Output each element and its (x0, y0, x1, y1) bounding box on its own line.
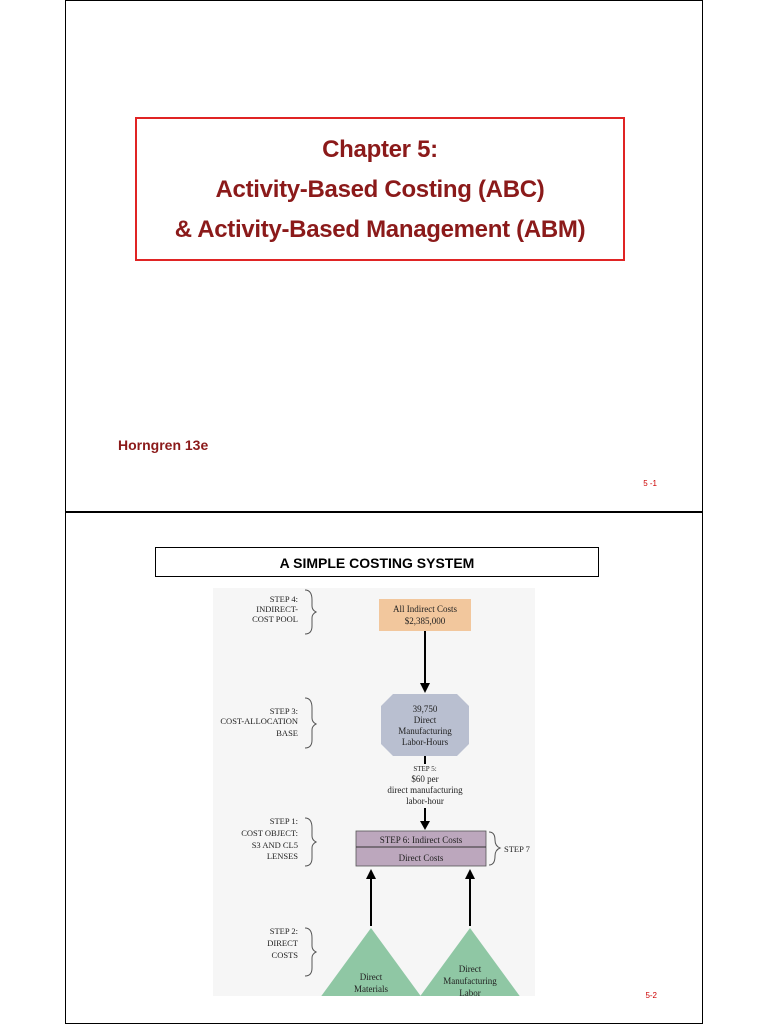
step1-label: STEP 1: COST OBJECT: S3 AND CL5 LENSES (241, 816, 298, 861)
page-number: 5 -1 (643, 479, 657, 488)
octagon-line-2: Direct (414, 715, 437, 725)
labor-line-1: Direct (459, 964, 482, 974)
abc-title: Activity-Based Costing (ABC) (215, 176, 545, 203)
pool-line-1: All Indirect Costs (393, 604, 457, 614)
step4-line-1: STEP 4: (270, 594, 298, 604)
step2-line-1: STEP 2: (270, 926, 298, 936)
step5-line-4: labor-hour (406, 796, 444, 806)
direct-labor-triangle (420, 928, 520, 996)
step3-label: STEP 3: COST-ALLOCATION BASE (220, 706, 298, 738)
materials-line-1: Direct (360, 972, 383, 982)
step1-line-3: S3 AND CL5 (252, 840, 298, 850)
title-box: Chapter 5: Activity-Based Costing (ABC) … (135, 117, 625, 261)
step7-label: STEP 7 (504, 844, 530, 854)
step3-brace (304, 697, 318, 749)
step4-label: STEP 4: INDIRECT- COST POOL (252, 594, 298, 624)
step1-line-2: COST OBJECT: (241, 828, 298, 838)
octagon-line-3: Manufacturing (398, 726, 452, 736)
abm-title: & Activity-Based Management (ABM) (174, 216, 586, 243)
arrow-pool-to-base-head (420, 683, 430, 693)
direct-costs-label: Direct Costs (399, 853, 444, 863)
slide-heading: A SIMPLE COSTING SYSTEM (155, 547, 599, 577)
slide-1: Chapter 5: Activity-Based Costing (ABC) … (65, 0, 703, 512)
direct-materials-triangle (321, 928, 421, 996)
step3-line-1: STEP 3: (270, 706, 298, 716)
step5-line-3: direct manufacturing (387, 785, 463, 795)
chapter-title: Chapter 5: (322, 136, 438, 163)
step5-line-2: $60 per (411, 774, 438, 784)
step2-line-2: DIRECT (267, 938, 299, 948)
step2-line-3: COSTS (272, 950, 299, 960)
octagon-line-1: 39,750 (413, 704, 438, 714)
arrow-rate-to-object-head (420, 821, 430, 830)
indirect-costs-label: STEP 6: Indirect Costs (380, 835, 463, 845)
step1-line-1: STEP 1: (270, 816, 298, 826)
author-label: Horngren 13e (118, 437, 209, 453)
step3-line-3: BASE (276, 728, 298, 738)
step4-brace (304, 589, 318, 635)
arrow-labor-up-head (465, 869, 475, 879)
slide-2: A SIMPLE COSTING SYSTEM STEP 4: INDIRECT… (65, 512, 703, 1024)
allocation-base-octagon (381, 694, 469, 756)
cost-object-box (355, 830, 487, 867)
arrow-materials-up-head (366, 869, 376, 879)
materials-line-2: Materials (354, 984, 388, 994)
step1-line-4: LENSES (267, 851, 298, 861)
indirect-cost-pool-box (379, 599, 471, 631)
labor-line-3: Labor (459, 988, 481, 996)
page-number: 5-2 (645, 991, 657, 1000)
step2-label: STEP 2: DIRECT COSTS (267, 926, 299, 960)
pool-line-2: $2,385,000 (405, 616, 446, 626)
step3-line-2: COST-ALLOCATION (220, 716, 298, 726)
step4-line-3: COST POOL (252, 614, 298, 624)
step5-line-1: STEP 5: (413, 765, 436, 773)
step7-brace (488, 831, 502, 866)
step1-brace (304, 817, 318, 867)
octagon-line-4: Labor-Hours (402, 737, 449, 747)
step2-brace (304, 927, 318, 977)
step4-line-2: INDIRECT- (256, 604, 298, 614)
labor-line-2: Manufacturing (443, 976, 497, 986)
costing-system-diagram: STEP 4: INDIRECT- COST POOL STEP 3: COST… (213, 588, 535, 996)
